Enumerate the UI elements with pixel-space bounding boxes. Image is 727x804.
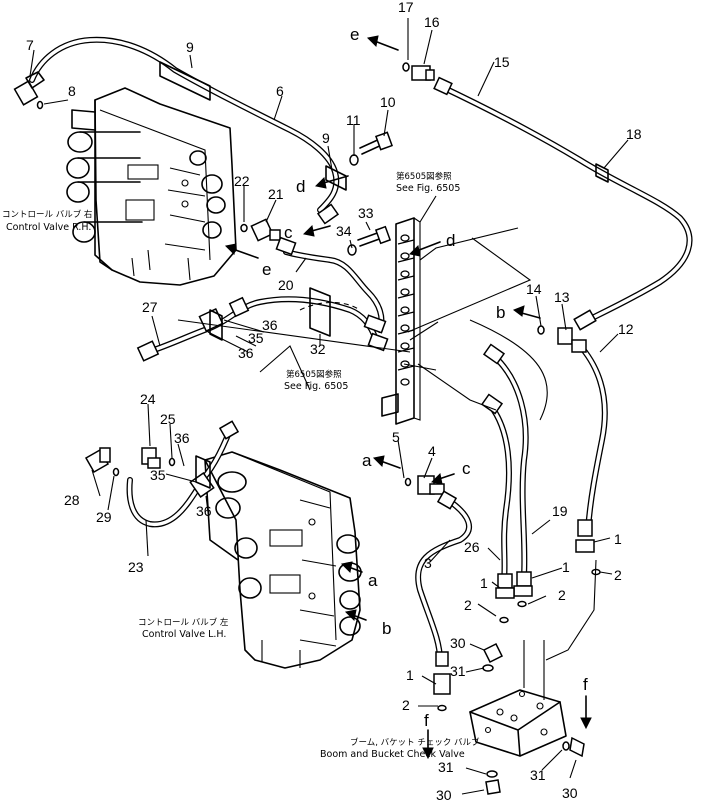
caption-fig-mid-jp: 第6505図参照 xyxy=(286,369,342,380)
caption-cv-lh-jp: コントロール バルブ 左 xyxy=(138,617,229,628)
label-17: 17 xyxy=(398,0,414,15)
label-2c: 2 xyxy=(558,587,566,603)
letter-d-left: d xyxy=(296,177,305,196)
tube-15 xyxy=(437,83,693,325)
label-3: 3 xyxy=(424,555,432,571)
letter-f-right: f xyxy=(583,675,588,694)
label-1a: 1 xyxy=(562,559,570,575)
label-36d: 36 xyxy=(196,503,212,519)
label-18: 18 xyxy=(626,126,642,142)
label-20: 20 xyxy=(278,277,294,293)
label-31b: 31 xyxy=(438,759,454,775)
hidden-tube xyxy=(299,302,361,311)
label-6: 6 xyxy=(276,83,284,99)
label-11: 11 xyxy=(346,112,361,128)
label-2a: 2 xyxy=(614,567,622,583)
hose-3 xyxy=(415,497,472,663)
letter-f-left: f xyxy=(424,711,429,730)
label-36a: 36 xyxy=(262,317,278,333)
letter-a-low: a xyxy=(368,571,378,590)
label-30b: 30 xyxy=(436,787,452,803)
label-33: 33 xyxy=(358,205,374,221)
flow-letters: e d c e d b a c a b f f xyxy=(262,25,588,730)
check-valve-block xyxy=(469,689,567,757)
label-31a: 31 xyxy=(450,663,466,679)
tube-27 xyxy=(145,296,379,355)
letter-d-right: d xyxy=(446,231,455,250)
label-12: 12 xyxy=(618,321,634,337)
flow-arrows xyxy=(224,35,592,760)
letter-c-mid: c xyxy=(462,459,471,478)
tube-20 xyxy=(283,249,385,333)
caption-cv-rh-en: Control Valve R.H. xyxy=(6,222,91,233)
hose-23 xyxy=(126,477,203,528)
hose-19 xyxy=(491,353,529,578)
letter-b-low: b xyxy=(382,619,391,638)
control-valve-rh xyxy=(66,87,237,286)
label-7: 7 xyxy=(26,37,34,53)
label-30c: 30 xyxy=(562,785,578,801)
letter-a-mid: a xyxy=(362,451,372,470)
label-2b: 2 xyxy=(464,597,472,613)
letter-e-mid: e xyxy=(262,260,271,279)
caption-fig-mid-en: See Fig. 6505 xyxy=(284,381,348,392)
label-23: 23 xyxy=(128,559,144,575)
label-1c: 1 xyxy=(480,575,488,591)
label-8: 8 xyxy=(68,83,76,99)
hose-12 xyxy=(579,345,608,533)
label-36c: 36 xyxy=(174,430,190,446)
caption-fig-top-en: See Fig. 6505 xyxy=(396,183,460,194)
label-32: 32 xyxy=(310,341,326,357)
label-29: 29 xyxy=(96,509,112,525)
part-numbers: 7 8 9 6 9 11 10 16 17 15 18 22 21 33 34 … xyxy=(26,0,642,803)
label-31c: 31 xyxy=(530,767,546,783)
bolts-clamps xyxy=(159,61,609,489)
label-19: 19 xyxy=(552,503,568,519)
label-27: 27 xyxy=(142,299,158,315)
label-25: 25 xyxy=(160,411,176,427)
label-1b: 1 xyxy=(614,531,622,547)
fittings xyxy=(13,62,601,795)
label-35a: 35 xyxy=(248,330,264,346)
label-24: 24 xyxy=(140,391,156,407)
label-15: 15 xyxy=(494,54,510,70)
label-5: 5 xyxy=(392,429,400,445)
label-9: 9 xyxy=(186,39,194,55)
label-10: 10 xyxy=(380,94,396,110)
caption-check-jp: ブーム, バケット チェック バルブ xyxy=(350,737,480,748)
caption-cv-lh-en: Control Valve L.H. xyxy=(142,629,226,640)
caption-cv-rh-jp: コントロール バルブ 右 xyxy=(2,209,92,220)
label-36b: 36 xyxy=(238,345,254,361)
label-30a: 30 xyxy=(450,635,466,651)
label-9b: 9 xyxy=(322,130,330,146)
control-valve-lh xyxy=(204,451,362,669)
label-2d: 2 xyxy=(402,697,410,713)
leader-lines xyxy=(29,18,629,795)
label-21: 21 xyxy=(268,186,284,202)
label-16: 16 xyxy=(424,14,440,30)
hose-26 xyxy=(487,402,512,583)
tube-6 xyxy=(29,36,340,213)
caption-check-en: Boom and Bucket Check Valve xyxy=(320,749,465,760)
captions: コントロール バルブ 右 Control Valve R.H. 第6505図参照… xyxy=(2,171,480,760)
label-14: 14 xyxy=(526,281,542,297)
label-35b: 35 xyxy=(150,467,166,483)
label-34: 34 xyxy=(336,223,352,239)
letter-e-top: e xyxy=(350,25,359,44)
label-26: 26 xyxy=(464,539,480,555)
label-1d: 1 xyxy=(406,667,414,683)
letter-c-left: c xyxy=(284,223,293,242)
letter-b-top: b xyxy=(496,303,505,322)
label-4: 4 xyxy=(428,443,436,459)
label-28: 28 xyxy=(64,492,80,508)
bracket-plate xyxy=(381,217,421,425)
label-13: 13 xyxy=(554,289,570,305)
caption-fig-top-jp: 第6505図参照 xyxy=(396,171,452,182)
label-22: 22 xyxy=(234,173,250,189)
